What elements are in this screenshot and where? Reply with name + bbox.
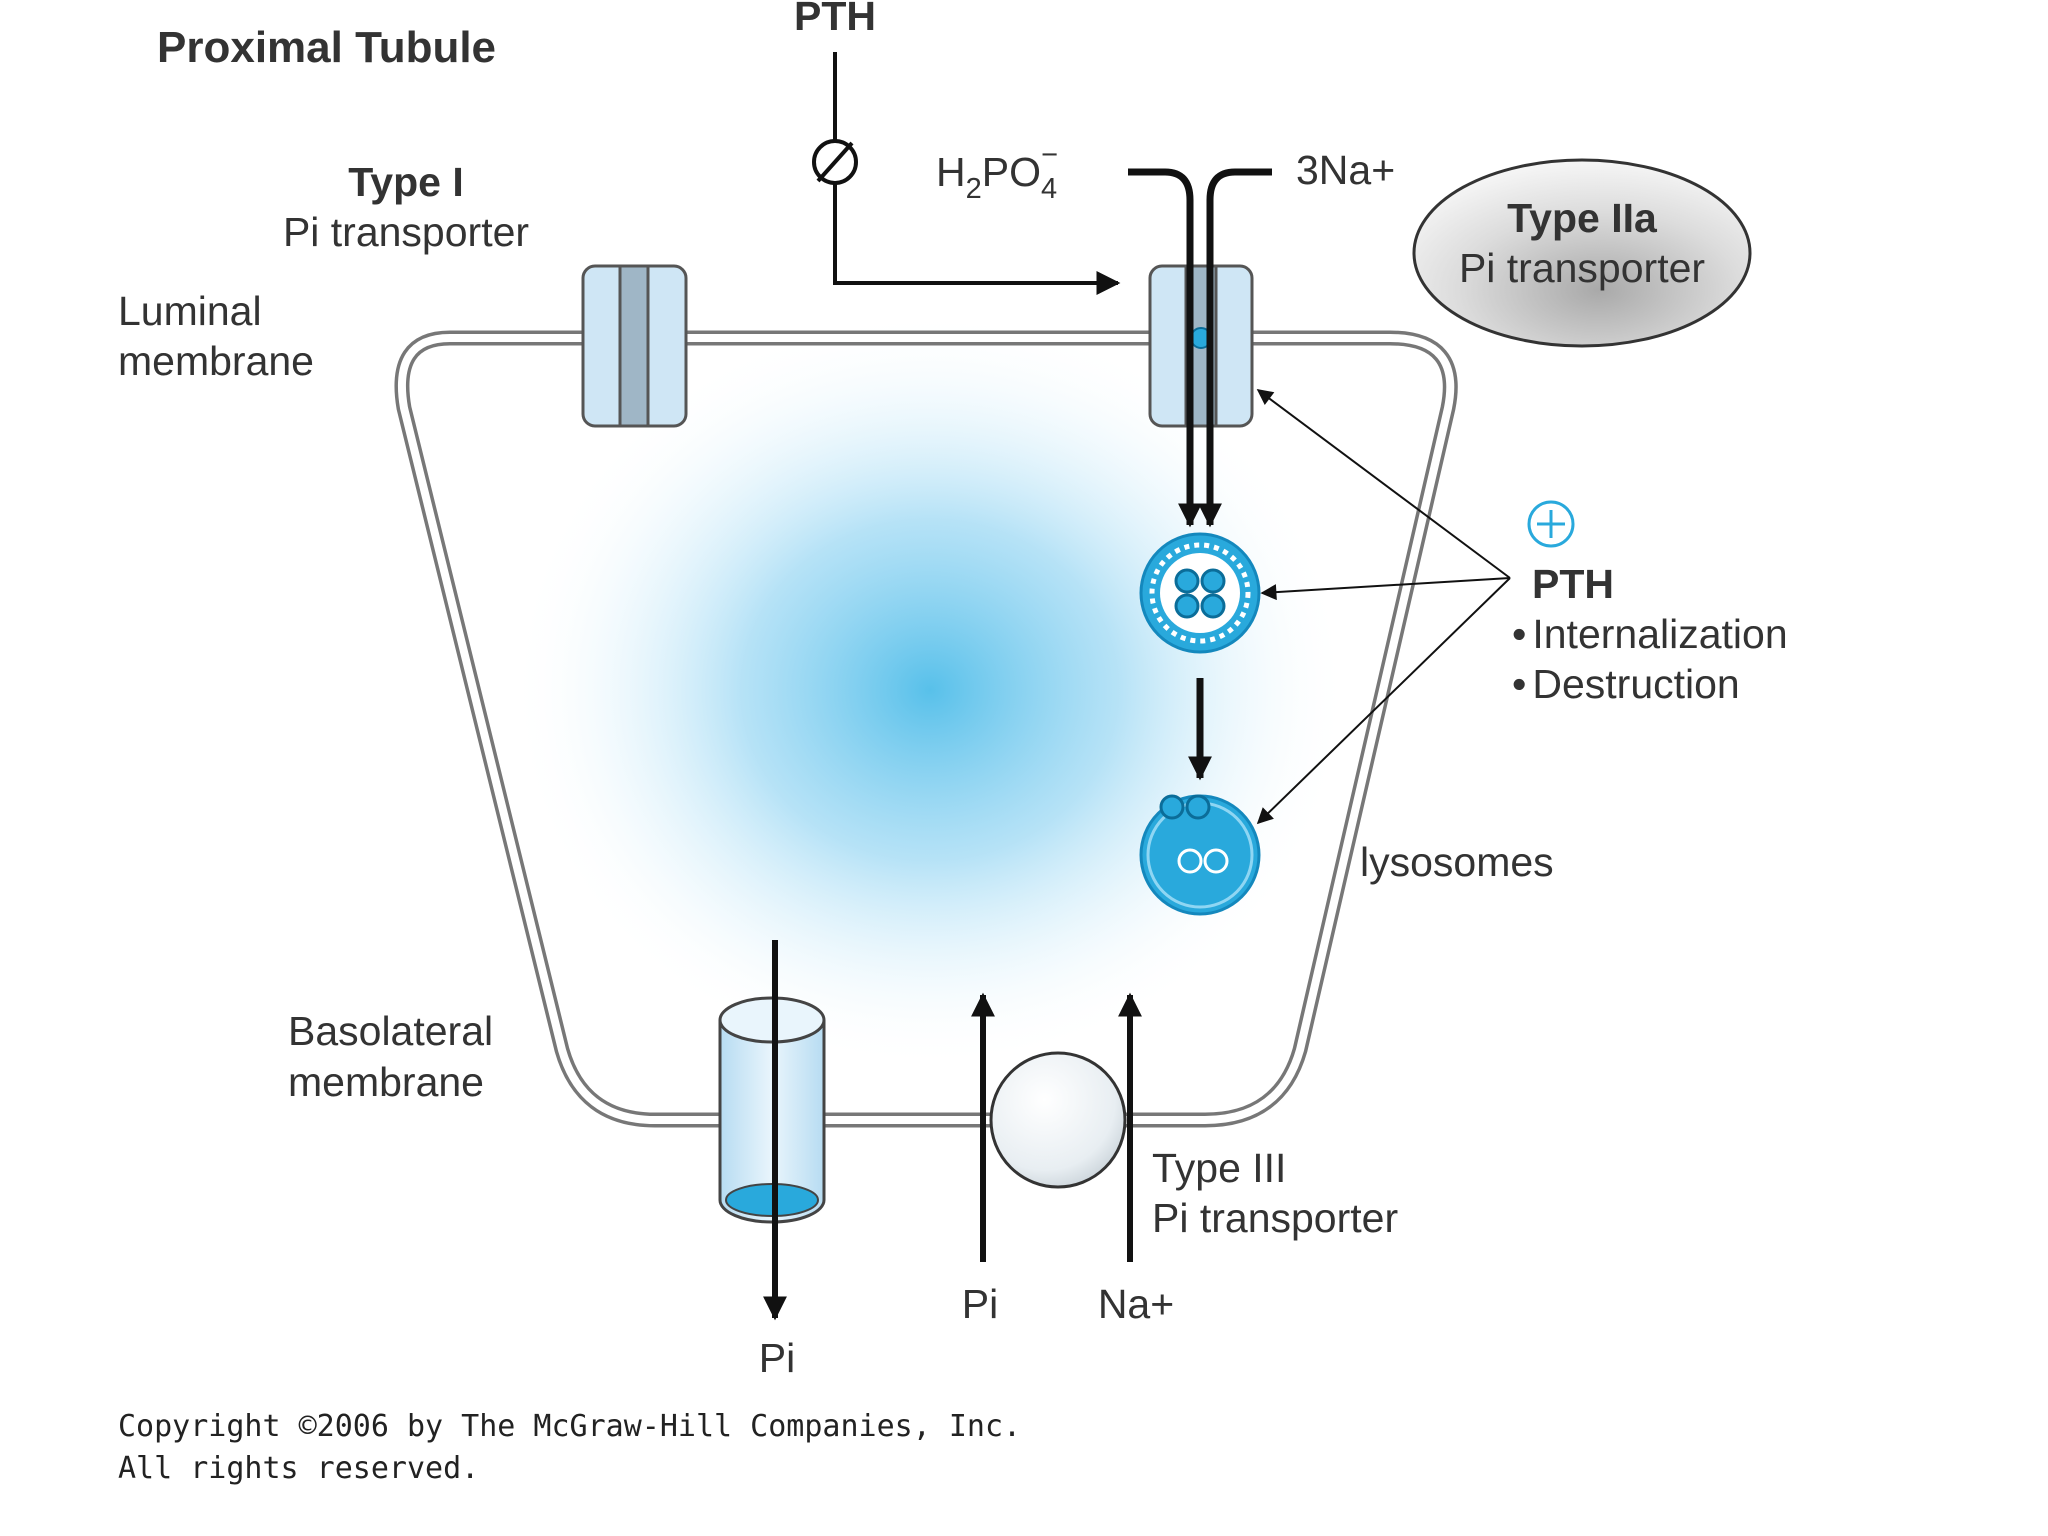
type3-name: Type III (1152, 1145, 1286, 1191)
pth-effect-heading: PTH (1532, 561, 1614, 607)
type1-desc: Pi transporter (283, 209, 529, 255)
type2a-transporter (1148, 264, 1254, 428)
endocytic-vesicle (1139, 532, 1261, 654)
pth-effect-item-2: •Destruction (1512, 661, 1740, 707)
cytoplasm-glow (510, 310, 1350, 1070)
luminal-membrane-label-2: membrane (118, 338, 314, 384)
type2a-desc: Pi transporter (1459, 245, 1705, 291)
pth-inhibit-arrow (833, 183, 1121, 295)
type1-transporter (581, 264, 688, 428)
pi-in-label: Pi (962, 1281, 998, 1327)
plus-circle-icon (1527, 500, 1575, 548)
basolateral-membrane-label-1: Basolateral (288, 1008, 493, 1054)
pth-effect-item-1: •Internalization (1512, 611, 1788, 657)
basolateral-membrane-label-2: membrane (288, 1059, 484, 1105)
h2po4-entry-arrow (1128, 168, 1202, 528)
pth-top-label: PTH (794, 0, 876, 39)
lysosomes-label: lysosomes (1360, 839, 1554, 885)
lysosome (1139, 794, 1261, 916)
three-na-label: 3Na+ (1296, 147, 1395, 193)
type1-name: Type I (348, 159, 463, 205)
type2a-name: Type IIa (1507, 195, 1658, 241)
type2a-label-oval (1412, 158, 1752, 348)
pi-out-label: Pi (759, 1335, 795, 1381)
na-in-label: Na+ (1098, 1281, 1174, 1327)
pth-effect-arrows (1256, 389, 1511, 825)
copyright-line-2: All rights reserved. (118, 1451, 479, 1486)
type3-desc: Pi transporter (1152, 1195, 1398, 1241)
copyright-line-1: Copyright ©2006 by The McGraw-Hill Compa… (118, 1409, 1021, 1444)
type3-transporter (989, 1051, 1127, 1189)
diagram-title: Proximal Tubule (157, 23, 496, 72)
na-entry-arrow (1198, 168, 1272, 528)
luminal-membrane-label-1: Luminal (118, 288, 262, 334)
cell-membrane-inner (397, 334, 1455, 1124)
empty-set-symbol (812, 139, 858, 185)
h2po4-label: H2PO4− (936, 139, 1058, 205)
